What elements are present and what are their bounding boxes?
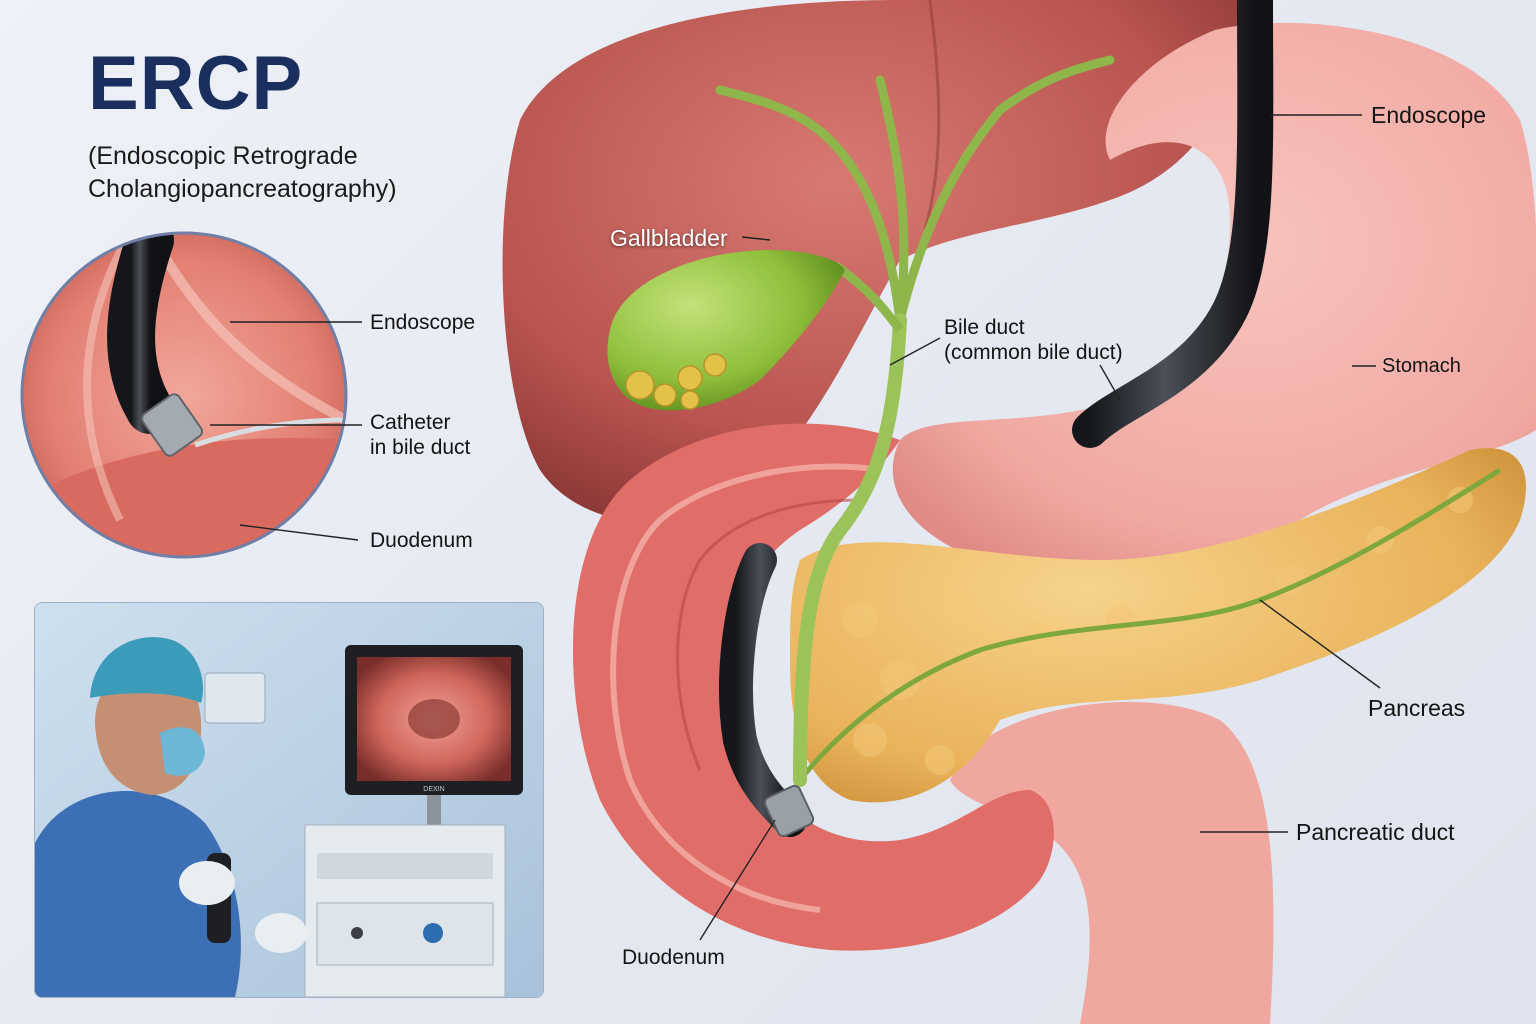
procedure-photo-panel: DEXIN xyxy=(34,602,544,998)
label-pancreatic-duct: Pancreatic duct xyxy=(1296,819,1455,845)
common-bile-duct xyxy=(793,313,907,787)
surgical-cap xyxy=(90,637,204,703)
inset-label-duodenum: Duodenum xyxy=(370,529,473,552)
label-bile-duct: Bile duct (common bile duct) xyxy=(944,315,1123,365)
endoscope-tip xyxy=(763,784,815,838)
gallstones xyxy=(625,353,727,410)
subtitle-line-2: Cholangiopancreatography) xyxy=(88,175,397,203)
page-subtitle: (Endoscopic Retrograde Cholangiopancreat… xyxy=(88,140,528,206)
gloved-hand-2 xyxy=(255,913,307,953)
pancreatic-duct xyxy=(798,467,1502,782)
bile-tree xyxy=(715,55,1115,325)
inset-label-catheter-line-1: Catheter xyxy=(370,411,451,434)
jejunum xyxy=(950,701,1274,1024)
procedure-photo: DEXIN xyxy=(35,603,543,997)
gloved-hand xyxy=(179,861,235,905)
endoscope-main xyxy=(1072,0,1274,448)
inset-label-endoscope: Endoscope xyxy=(370,311,476,334)
duodenum xyxy=(572,423,1054,951)
wall-monitor xyxy=(204,672,266,724)
stomach xyxy=(892,22,1536,575)
label-stomach: Stomach xyxy=(1382,355,1461,377)
inset-leader-lines xyxy=(210,321,362,541)
label-duodenum: Duodenum xyxy=(622,946,725,969)
inset-label-catheter-line-2: in bile duct xyxy=(370,436,471,459)
inset-view xyxy=(22,233,346,557)
endoscope-duodenum xyxy=(719,543,807,837)
gallbladder xyxy=(607,250,845,411)
label-bile-duct-line-2: (common bile duct) xyxy=(944,341,1123,364)
surgical-mask xyxy=(160,727,205,776)
label-endoscope: Endoscope xyxy=(1371,102,1487,128)
pancreas xyxy=(790,448,1526,803)
clinician-body xyxy=(35,790,241,997)
label-gallbladder: Gallbladder xyxy=(610,225,728,251)
label-bile-duct-line-1: Bile duct xyxy=(944,316,1025,339)
subtitle-line-1: (Endoscopic Retrograde xyxy=(88,142,358,170)
leader-lines xyxy=(699,114,1381,941)
monitor-brand: DEXIN xyxy=(423,786,444,793)
label-pancreas: Pancreas xyxy=(1368,695,1466,721)
page-title: ERCP xyxy=(88,41,304,126)
inset-label-catheter: Catheter in bile duct xyxy=(370,410,470,460)
